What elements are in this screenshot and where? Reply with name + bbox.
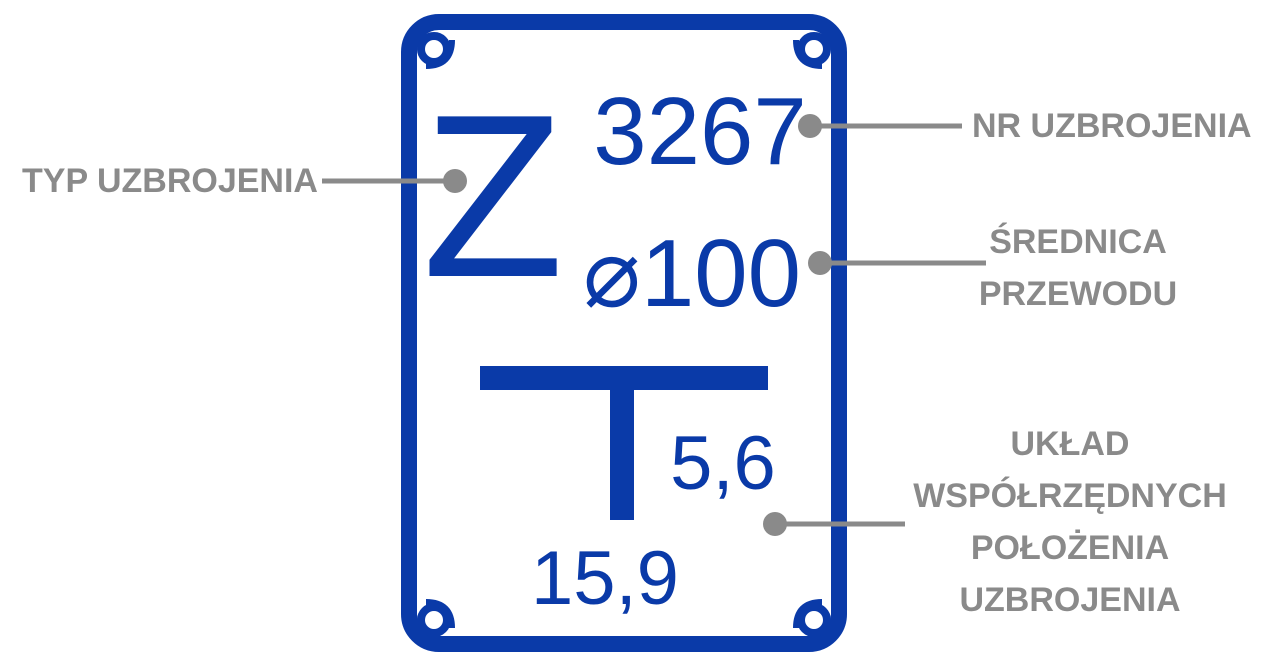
- mount-hole-top-right: [797, 32, 831, 66]
- mount-hole-bottom-left: [417, 603, 451, 637]
- leader-type-dot: [443, 169, 467, 193]
- label-type: TYP UZBROJENIA: [22, 155, 318, 207]
- leader-diameter-dot: [808, 251, 832, 275]
- label-coords-line3: POŁOŻENIA: [970, 529, 1170, 567]
- plate-border: [401, 14, 847, 652]
- coordinate-bottom: 15,9: [531, 536, 679, 621]
- label-number-text: NR UZBROJENIA: [972, 107, 1252, 145]
- label-diameter-line2: PRZEWODU: [978, 275, 1178, 313]
- sign-diameter: ⌀100: [583, 220, 801, 327]
- label-coords: UKŁAD WSPÓŁRZĘDNYCH POŁOŻENIA UZBROJENIA: [910, 418, 1230, 626]
- leader-number-dot: [798, 114, 822, 138]
- label-diameter-line1: ŚREDNICA: [989, 223, 1167, 261]
- corner-arc-bottom-left: [425, 599, 455, 629]
- label-coords-line4: UZBROJENIA: [959, 581, 1181, 619]
- label-coords-line1: UKŁAD: [1010, 425, 1130, 463]
- coordinate-right: 5,6: [670, 421, 776, 506]
- corner-arc-top-right: [793, 39, 823, 69]
- sign-hydrant-letter: T: [0, 0, 1, 1]
- mount-hole-top-left: [417, 32, 451, 66]
- sign-type-letter: Z: [422, 67, 564, 326]
- t-symbol-bar: [480, 366, 768, 390]
- t-symbol-stem: [610, 388, 634, 520]
- label-type-text: TYP UZBROJENIA: [22, 162, 318, 200]
- corner-arc-bottom-right: [793, 599, 823, 629]
- corner-arc-top-left: [425, 39, 455, 69]
- label-diameter: ŚREDNICA PRZEWODU: [978, 216, 1178, 320]
- leader-coords-dot: [763, 512, 787, 536]
- mount-hole-bottom-right: [797, 603, 831, 637]
- label-coords-line2: WSPÓŁRZĘDNYCH: [913, 477, 1227, 515]
- label-number: NR UZBROJENIA: [972, 100, 1262, 152]
- sign-number: 3267: [593, 78, 807, 185]
